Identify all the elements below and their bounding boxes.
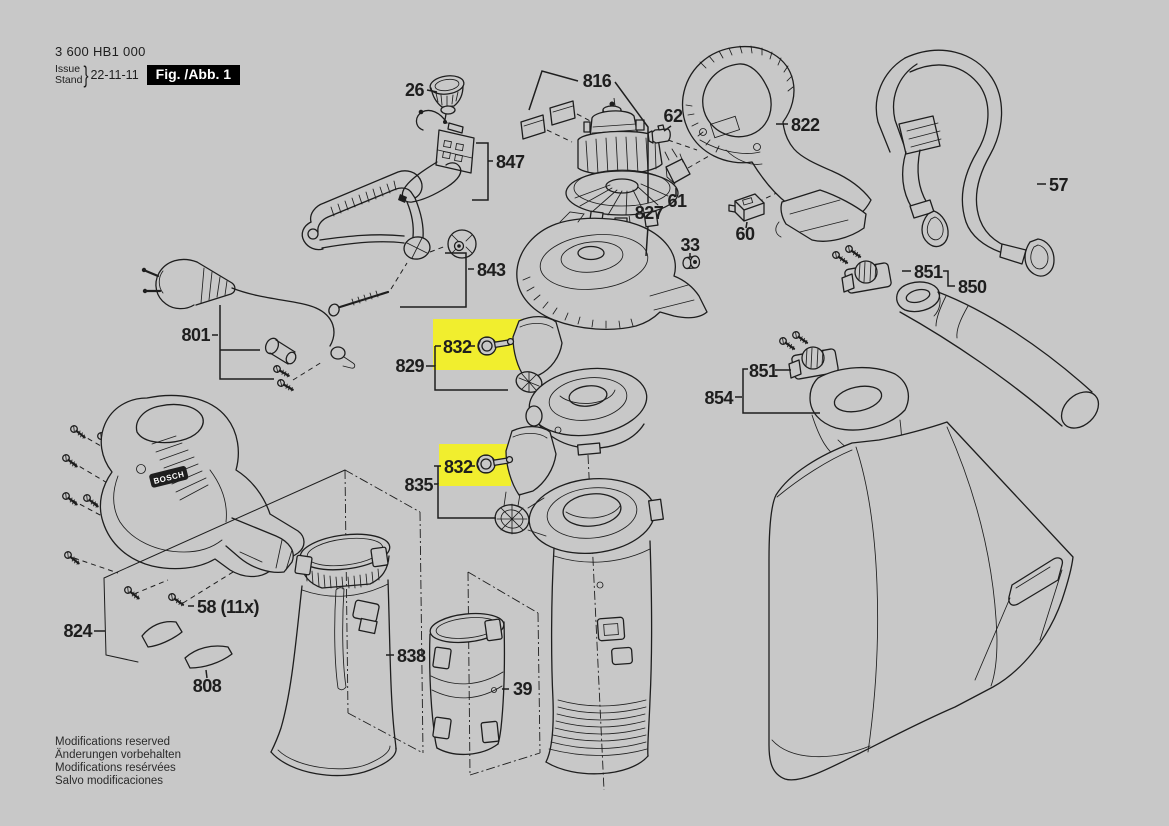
issue-label-en: Issue — [55, 63, 81, 75]
part-854-bag-assembly-drawing — [768, 366, 1074, 781]
part-801-cable-drawing — [141, 258, 356, 394]
part-847-switch-drawing — [398, 109, 475, 203]
issue-date: 22-11-11 — [90, 68, 139, 82]
callout-824: 824 — [63, 621, 92, 641]
notice-line-en: Modifications reserved — [55, 736, 171, 748]
callout-60: 60 — [735, 224, 755, 244]
callout-leader-lines — [94, 70, 1046, 690]
issue-brace: } — [83, 61, 89, 89]
part-851-upper-latch-drawing — [830, 243, 892, 294]
part-26-cap-drawing — [429, 75, 465, 124]
callout-801: 801 — [181, 325, 210, 345]
part-57-strap-drawing — [875, 49, 1055, 277]
callout-851-upper: 851 — [914, 262, 943, 282]
part-838-vac-tube-drawing — [270, 533, 397, 777]
part-822-rear-handle-drawing — [681, 45, 872, 242]
callout-851-lower: 851 — [749, 361, 778, 381]
callout-33: 33 — [680, 235, 700, 255]
part-824-housing-drawing: BOSCH — [60, 394, 346, 669]
issue-label: Issue Stand — [55, 64, 82, 86]
callout-57: 57 — [1049, 175, 1069, 195]
part-827-fan-cover-drawing — [516, 211, 708, 331]
callout-832-lower[interactable]: 832 — [444, 457, 474, 477]
callout-832-upper[interactable]: 832 — [443, 337, 473, 357]
title-block: 3 600 HB1 000 Issue Stand } 22-11-11 Fig… — [55, 44, 241, 89]
callout-854: 854 — [704, 388, 733, 408]
part-62-drawing — [647, 124, 671, 144]
callout-39: 39 — [513, 679, 533, 699]
part-60-drawing — [728, 193, 765, 222]
callout-58: 58 (11x) — [197, 597, 260, 617]
part-39-coupling-drawing — [428, 612, 506, 756]
callout-822: 822 — [791, 115, 820, 135]
issue-label-de: Stand — [55, 74, 83, 86]
part-829-cover-assembly-drawing — [512, 315, 648, 456]
callout-829: 829 — [395, 356, 424, 376]
part-851-lower-latch-drawing — [777, 329, 839, 380]
callout-62: 62 — [663, 106, 683, 126]
type-number: 3 600 HB1 000 — [55, 44, 146, 59]
callout-838: 838 — [397, 646, 426, 666]
part-843-handle-drawing — [301, 170, 477, 317]
part-835-tube-assembly-drawing — [494, 425, 664, 775]
notice-line-de: Änderungen vorbehalten — [55, 749, 181, 761]
callout-843: 843 — [477, 260, 506, 280]
callout-847: 847 — [496, 152, 525, 172]
modifications-notice: Modifications reserved Änderungen vorbeh… — [55, 736, 181, 788]
callout-labels: 26 847 816 827 822 62 61 60 33 57 851 85… — [63, 71, 1069, 699]
callout-61: 61 — [667, 191, 687, 211]
callout-808: 808 — [193, 676, 222, 696]
callout-835: 835 — [404, 475, 433, 495]
part-816-motor-drawing — [520, 100, 679, 233]
callout-26: 26 — [405, 80, 425, 100]
figure-label: Fig. /Abb. 1 — [146, 65, 241, 85]
part-33-drawing — [682, 255, 701, 270]
callout-816: 816 — [583, 71, 612, 91]
callout-827: 827 — [635, 203, 664, 223]
notice-line-fr: Modifications resérvées — [55, 762, 176, 774]
part-61-drawing — [664, 148, 691, 185]
part-850-blower-tube-drawing — [896, 281, 1100, 429]
notice-line-es: Salvo modificaciones — [55, 775, 164, 787]
callout-850: 850 — [958, 277, 987, 297]
